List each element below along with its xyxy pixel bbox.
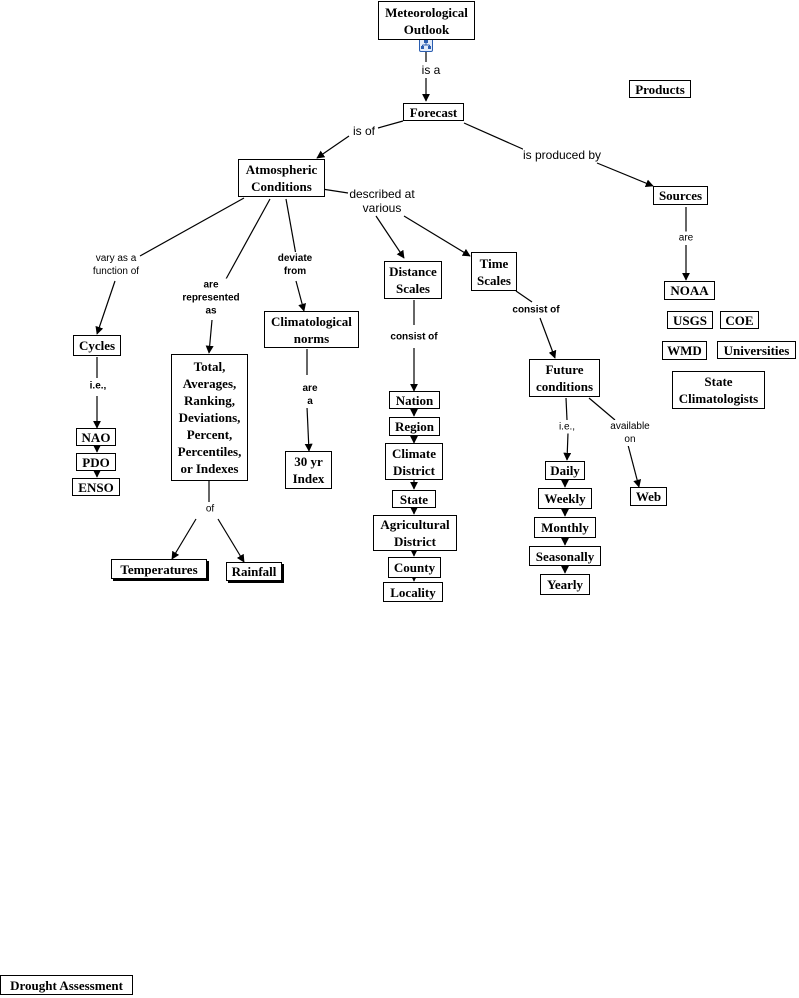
- link-described-at-various: described at various: [349, 187, 415, 215]
- link-ie-future: i.e.,: [558, 420, 576, 434]
- node-yearly[interactable]: Yearly: [540, 574, 590, 595]
- link-is-produced-by: is produced by: [522, 148, 602, 162]
- node-climate-district[interactable]: Climate District: [385, 443, 443, 480]
- link-deviate-from: deviate from: [277, 252, 313, 278]
- node-seasonally[interactable]: Seasonally: [529, 546, 601, 566]
- node-atmospheric-conditions[interactable]: Atmospheric Conditions: [238, 159, 325, 197]
- node-nation[interactable]: Nation: [389, 391, 440, 409]
- node-future-conditions[interactable]: Future conditions: [529, 359, 600, 397]
- node-state[interactable]: State: [392, 490, 436, 508]
- link-consist-of-distance: consist of: [390, 330, 438, 344]
- link-available-on: available on: [610, 420, 650, 446]
- node-drought-assessment[interactable]: Drought Assessment: [0, 975, 133, 995]
- node-rainfall[interactable]: Rainfall: [226, 562, 282, 581]
- node-climatological-norms[interactable]: Climatological norms: [264, 311, 359, 348]
- node-usgs[interactable]: USGS: [667, 311, 713, 329]
- link-is-a: is a: [421, 63, 441, 77]
- link-ie-cycles: i.e.,: [89, 379, 107, 393]
- node-wmd[interactable]: WMD: [662, 341, 707, 360]
- node-forecast[interactable]: Forecast: [403, 103, 464, 121]
- node-county[interactable]: County: [388, 557, 441, 578]
- node-noaa[interactable]: NOAA: [664, 281, 715, 300]
- node-temperatures[interactable]: Temperatures: [111, 559, 207, 579]
- node-totals[interactable]: Total, Averages, Ranking, Deviations, Pe…: [171, 354, 248, 481]
- node-agricultural-district[interactable]: Agricultural District: [373, 515, 457, 551]
- link-vary-as-function-of: vary as a function of: [92, 252, 140, 278]
- node-locality[interactable]: Locality: [383, 582, 443, 602]
- node-meteorological-outlook[interactable]: Meteorological Outlook: [378, 1, 475, 40]
- link-is-of: is of: [352, 124, 376, 138]
- node-sources[interactable]: Sources: [653, 186, 708, 205]
- node-products[interactable]: Products: [629, 80, 691, 98]
- node-web[interactable]: Web: [630, 487, 667, 506]
- node-pdo[interactable]: PDO: [76, 453, 116, 471]
- node-nao[interactable]: NAO: [76, 428, 116, 446]
- node-state-climatologists[interactable]: State Climatologists: [672, 371, 765, 409]
- node-enso[interactable]: ENSO: [72, 478, 120, 496]
- node-daily[interactable]: Daily: [545, 461, 585, 480]
- link-are-represented-as: are represented as: [182, 278, 240, 318]
- node-cycles[interactable]: Cycles: [73, 335, 121, 356]
- link-of: of: [205, 502, 215, 516]
- node-30-yr-index[interactable]: 30 yr Index: [285, 451, 332, 489]
- node-time-scales[interactable]: Time Scales: [471, 252, 517, 291]
- link-consist-of-time: consist of: [512, 303, 560, 317]
- link-are: are: [678, 231, 694, 245]
- node-coe[interactable]: COE: [720, 311, 759, 329]
- link-are-a: are a: [302, 382, 318, 408]
- node-universities[interactable]: Universities: [717, 341, 796, 359]
- node-region[interactable]: Region: [389, 417, 440, 436]
- node-distance-scales[interactable]: Distance Scales: [384, 261, 442, 299]
- node-weekly[interactable]: Weekly: [538, 488, 592, 509]
- node-monthly[interactable]: Monthly: [534, 517, 596, 538]
- concept-map-icon[interactable]: [419, 38, 433, 52]
